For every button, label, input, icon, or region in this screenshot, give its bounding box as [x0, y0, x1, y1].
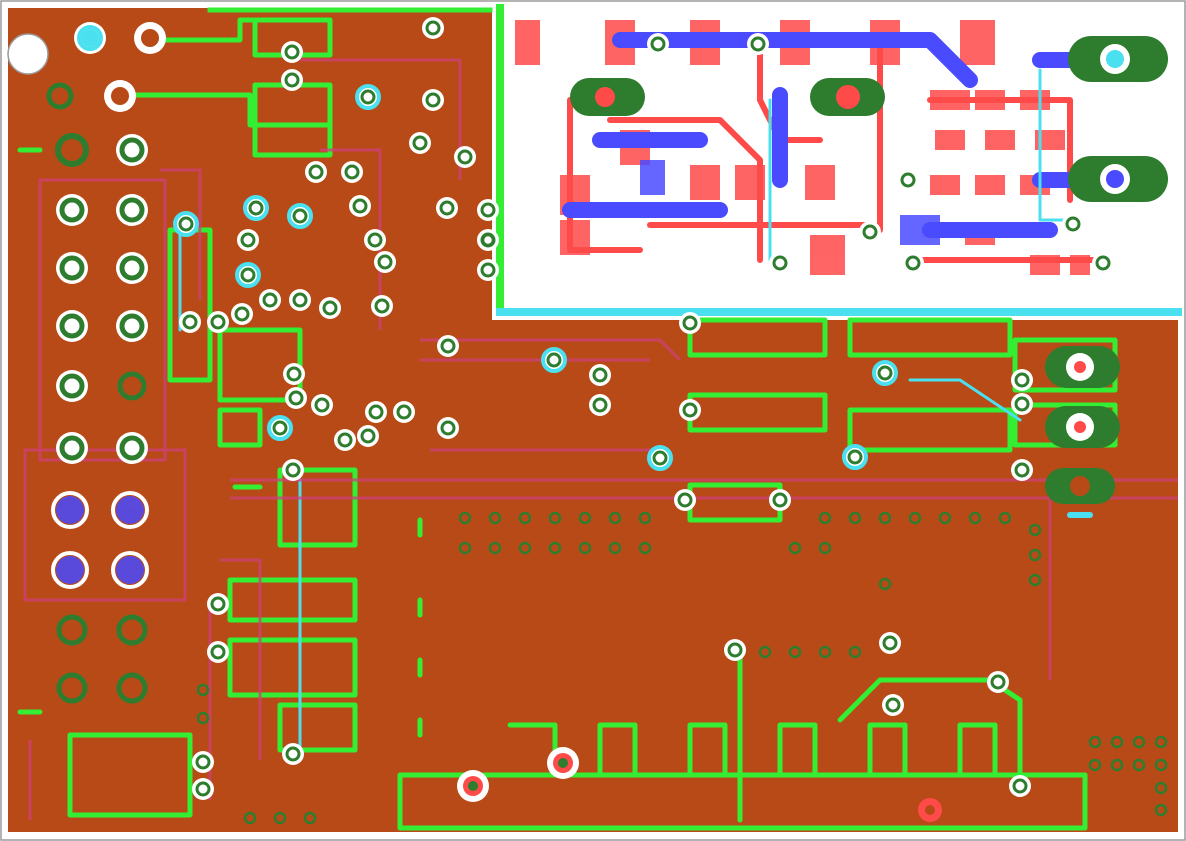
cyan-traces — [178, 68, 1093, 762]
pour-edge-highlights — [207, 4, 1182, 316]
inner-layer-traces — [17, 17, 1118, 831]
vias — [77, 17, 1114, 800]
bottom-connector-vias — [457, 747, 942, 822]
header-pads — [46, 22, 166, 704]
via-grid — [196, 233, 1168, 825]
oval-connector-pads — [570, 36, 1168, 504]
bottom-layer-pads — [56, 160, 940, 584]
mounting-hole — [7, 33, 49, 75]
